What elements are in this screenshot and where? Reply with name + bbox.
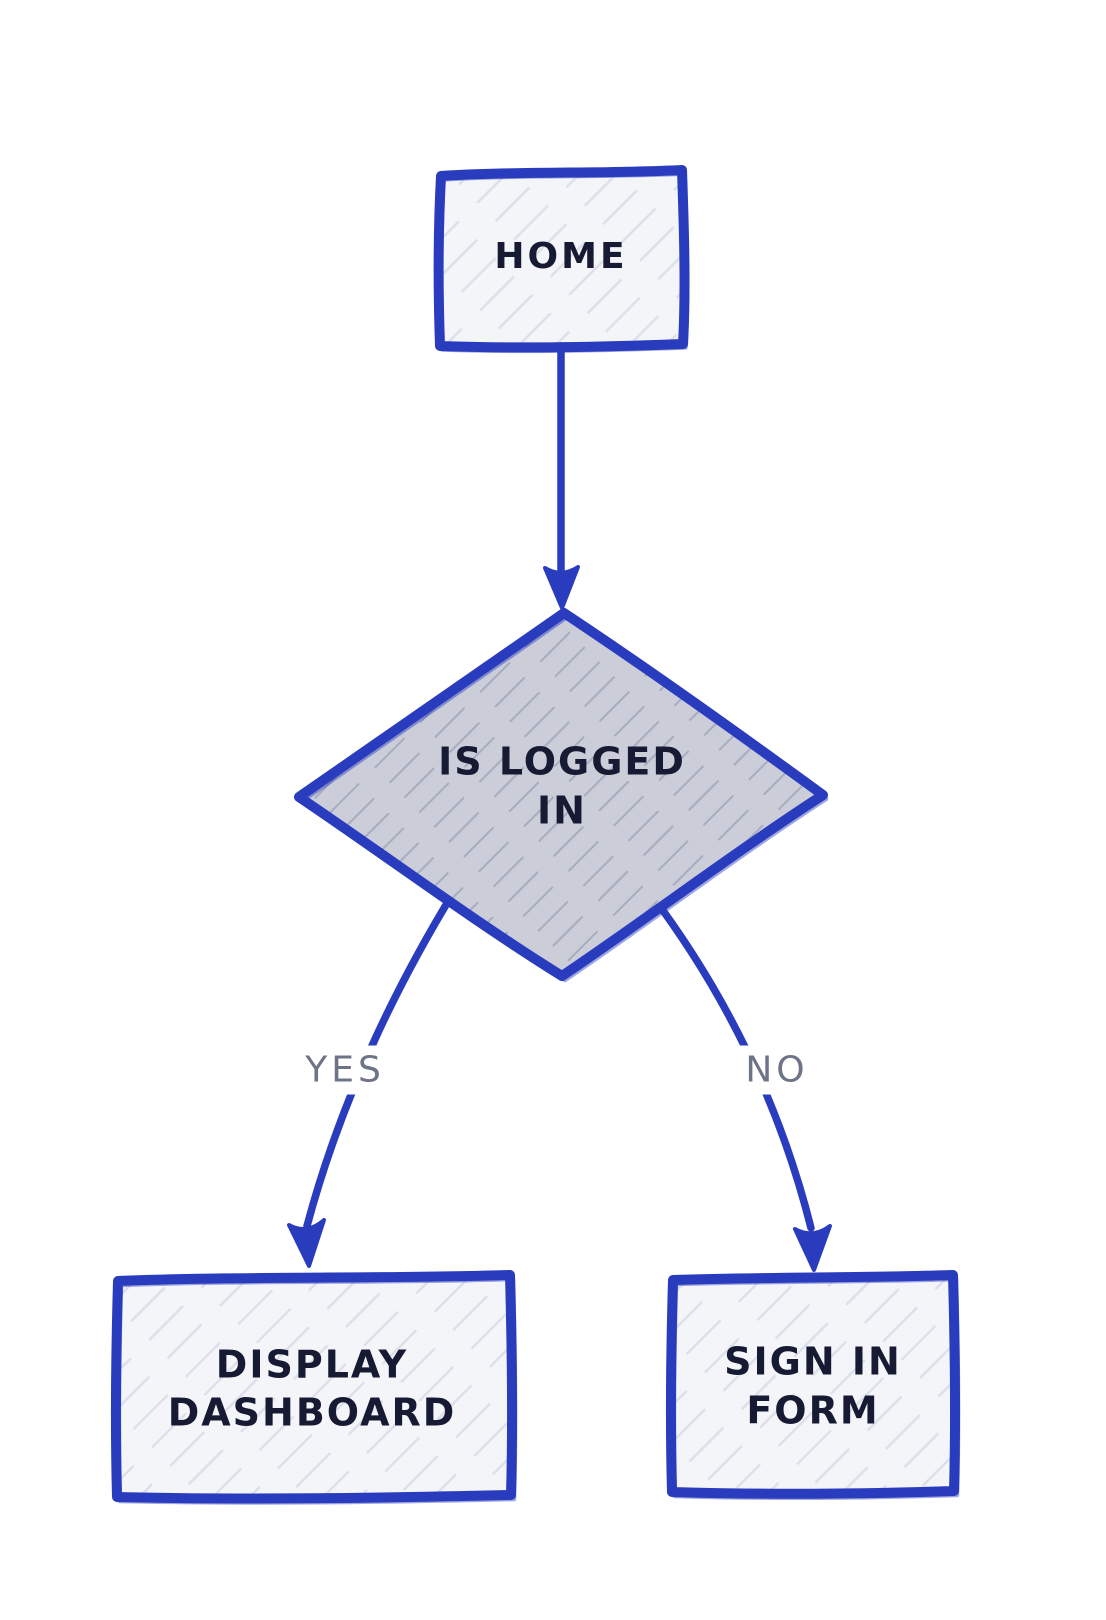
decision-label-line-1: IS LOGGED (438, 739, 686, 784)
edge-yes-arrowhead (287, 1218, 326, 1268)
home-box-hatch (438, 170, 685, 348)
node-dashboard-shape (110, 1270, 518, 1505)
decision-diamond-outline (294, 608, 828, 981)
signin-node-label: SIGN IN FORM (724, 1338, 902, 1437)
edge-label-no: NO (731, 1045, 823, 1095)
edge-no-arrowhead (793, 1224, 832, 1272)
home-box-outline (433, 165, 690, 353)
decision-label-line-2: IN (537, 789, 587, 833)
signin-label-line-1: SIGN IN (724, 1339, 902, 1384)
dashboard-box-outline (110, 1270, 518, 1504)
home-node-label: HOME (494, 236, 628, 278)
decision-node-label: IS LOGGED IN (438, 738, 686, 837)
node-home-shape (433, 165, 690, 354)
edge-home-to-decision (543, 340, 580, 610)
dashboard-node-label: DISPLAY DASHBOARD (168, 1342, 457, 1437)
signin-label-line-2: FORM (746, 1389, 880, 1433)
edge-home-to-decision-arrowhead (543, 565, 580, 610)
dashboard-label-line-2: DASHBOARD (167, 1390, 457, 1434)
dashboard-label-line-1: DISPLAY (215, 1342, 409, 1387)
edge-label-yes: YES (291, 1045, 399, 1095)
node-decision-shape (294, 608, 829, 983)
node-signin-shape (665, 1270, 961, 1501)
signin-box-outline (665, 1270, 961, 1499)
dashboard-box-hatch (115, 1275, 513, 1499)
signin-box-hatch (670, 1275, 956, 1494)
